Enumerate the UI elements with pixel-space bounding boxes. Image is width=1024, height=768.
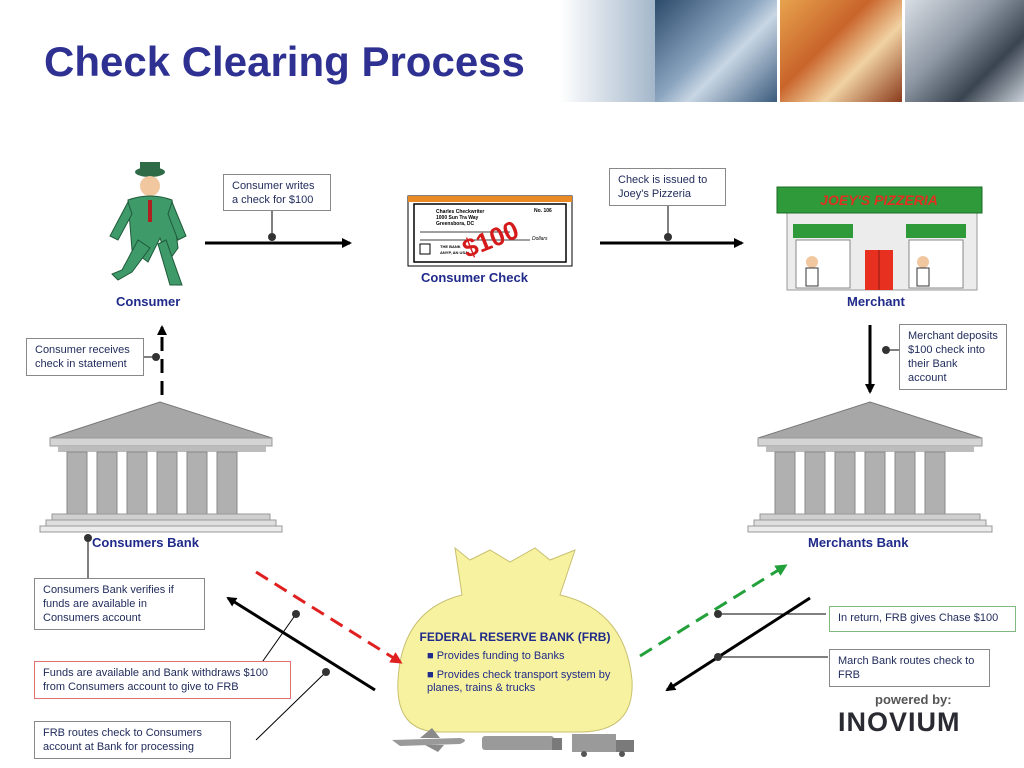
callout-receives-statement: Consumer receives check in statement [26, 338, 144, 376]
svg-text:1000 Sun Tra Way: 1000 Sun Tra Way [436, 215, 479, 221]
arrow-frb-to-consumers-bank [226, 596, 376, 692]
arrow-consumers-bank-to-frb [255, 570, 403, 664]
svg-text:ANYP, AN USA: ANYP, AN USA [440, 250, 468, 255]
frb-content: FEDERAL RESERVE BANK (FRB) ■ Provides fu… [415, 630, 615, 695]
callout-frb-gives: In return, FRB gives Chase $100 [829, 606, 1016, 632]
header-photo-office [655, 0, 777, 102]
callout-march-routes: March Bank routes check to FRB [829, 649, 990, 687]
callout-frb-routes: FRB routes check to Consumers account at… [34, 721, 231, 759]
svg-text:JOEY'S PIZZERIA: JOEY'S PIZZERIA [820, 192, 938, 208]
merchants-bank-icon [747, 401, 993, 533]
arrow-frb-to-merchants-bank [639, 564, 788, 658]
header-gradient [560, 0, 660, 102]
frb-money-bag-icon [397, 546, 633, 733]
train-icon [482, 736, 562, 750]
logo-powered-by: powered by: [875, 692, 952, 707]
arrow-merchants-bank-to-frb [665, 596, 811, 692]
svg-text:Charles Checkwriter: Charles Checkwriter [436, 209, 484, 215]
header-photo-pen [780, 0, 902, 102]
consumers-bank-icon [39, 401, 283, 533]
frb-bullet-1: ■ Provides funding to Banks [427, 650, 565, 662]
merchant-label: Merchant [847, 294, 905, 309]
callout-writes-check: Consumer writes a check for $100 [223, 174, 331, 211]
airplane-icon [392, 728, 465, 752]
callout-merchant-deposits: Merchant deposits $100 check into their … [899, 324, 1007, 390]
consumers-bank-label: Consumers Bank [92, 535, 199, 550]
page-title: Check Clearing Process [44, 38, 525, 85]
svg-text:THE BANK: THE BANK [440, 244, 461, 249]
consumer-label: Consumer [116, 294, 181, 309]
frb-bullet-2: ■ Provides check transport system by pla… [427, 669, 611, 694]
svg-text:Dollars: Dollars [532, 236, 548, 242]
callout-verifies-funds: Consumers Bank verifies if funds are ava… [34, 578, 205, 630]
merchants-bank-label: Merchants Bank [808, 535, 909, 550]
header-photo-keyboard [905, 0, 1024, 102]
svg-text:No. 106: No. 106 [534, 208, 552, 214]
callout-funds-available: Funds are available and Bank withdraws $… [34, 661, 291, 699]
consumer-figure-icon [109, 162, 187, 286]
frb-title: FEDERAL RESERVE BANK (FRB) [419, 630, 611, 644]
pizzeria-storefront-icon: JOEY'S PIZZERIA [776, 186, 983, 291]
consumer-check-icon: Charles Checkwriter 1000 Sun Tra Way Gre… [407, 195, 573, 267]
logo-inovium: INOVIUM [838, 707, 961, 737]
consumer-check-label: Consumer Check [421, 270, 528, 285]
svg-text:Greensbora, DC: Greensbora, DC [436, 221, 474, 227]
callout-check-issued: Check is issued to Joey's Pizzeria [609, 168, 726, 206]
truck-icon [572, 734, 634, 757]
